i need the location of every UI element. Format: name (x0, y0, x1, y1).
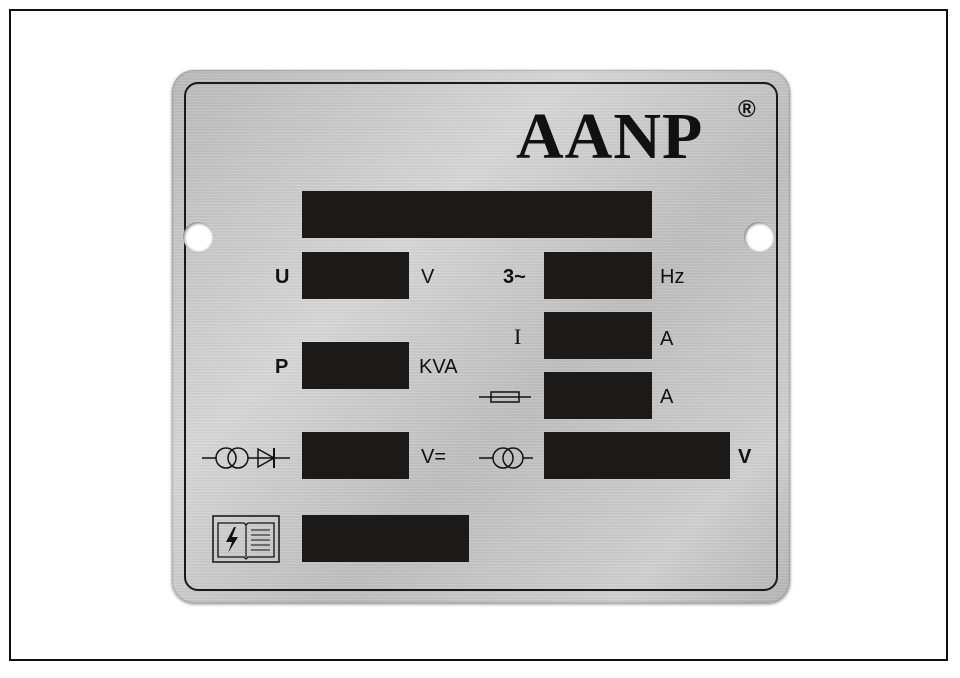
fuse-icon (479, 391, 531, 403)
mounting-hole-left (183, 222, 213, 252)
label-voltage-u: U (275, 266, 290, 288)
unit-volt-secondary: V (738, 446, 752, 468)
registered-mark: ® (738, 96, 756, 123)
unit-hertz: Hz (660, 266, 685, 288)
unit-ampere-2: A (660, 386, 674, 408)
field-frequency[interactable] (544, 252, 652, 299)
unit-ampere-1: A (660, 328, 674, 350)
unit-volt-dc: V= (421, 446, 447, 468)
label-phase: 3~ (503, 266, 526, 288)
field-serial[interactable] (302, 515, 469, 562)
field-model[interactable] (302, 191, 652, 238)
field-voltage[interactable] (302, 252, 409, 299)
field-fuse-current[interactable] (544, 372, 652, 419)
brand-logo: AANP (516, 100, 704, 173)
field-power[interactable] (302, 342, 409, 389)
transformer-icon (479, 447, 533, 469)
nameplate-inner-border (184, 82, 778, 591)
field-current[interactable] (544, 312, 652, 359)
label-current: I (514, 324, 522, 349)
field-dc-voltage[interactable] (302, 432, 409, 479)
unit-volt: V (421, 266, 435, 288)
nameplate (172, 70, 790, 603)
label-power-p: P (275, 356, 289, 378)
transformer-rectifier-icon (202, 447, 290, 469)
unit-kva: KVA (419, 356, 458, 378)
mounting-hole-right (744, 222, 774, 252)
manual-lightning-icon (212, 515, 280, 563)
field-secondary-voltage[interactable] (544, 432, 730, 479)
